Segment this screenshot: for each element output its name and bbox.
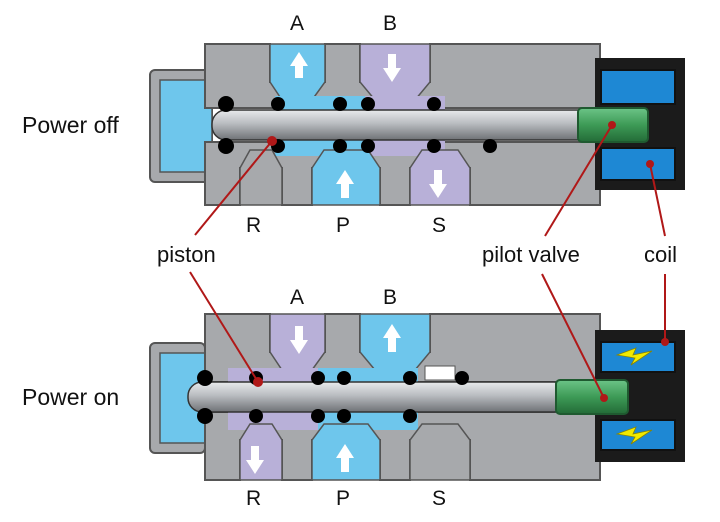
pilot-valve <box>555 379 629 415</box>
port-label-r-on: R <box>246 487 261 510</box>
lightning-icon <box>615 426 653 445</box>
arrow-up-icon <box>336 444 354 472</box>
pressure-chamber <box>159 79 213 173</box>
piston-rod <box>187 381 569 413</box>
leader-pilot-top <box>544 124 613 237</box>
port-r-channel <box>239 149 283 206</box>
leader-piston-bottom <box>189 271 259 383</box>
leader-piston-top <box>194 140 273 236</box>
port-label-b-off: B <box>383 12 397 35</box>
arrow-down-icon <box>246 446 264 474</box>
valve-power-off <box>149 43 685 206</box>
coil-winding-lower <box>600 147 676 181</box>
o-ring-icon <box>197 370 469 424</box>
arrow-down-icon <box>290 326 308 354</box>
arrow-down-icon <box>429 170 447 198</box>
arrow-down-icon <box>383 54 401 82</box>
coil-winding-upper <box>600 69 676 105</box>
port-label-s-on: S <box>432 487 446 510</box>
piston-rod <box>211 109 593 141</box>
o-ring-icon <box>218 96 497 154</box>
port-s-channel <box>409 423 471 481</box>
leader-coil-top <box>649 163 666 237</box>
port-label-a-off: A <box>290 12 304 35</box>
callout-piston: piston <box>157 242 216 267</box>
port-r-channel <box>239 423 283 481</box>
state-label-power-on: Power on <box>22 384 119 410</box>
port-label-s-off: S <box>432 214 446 237</box>
port-label-p-off: P <box>336 214 350 237</box>
arrow-up-icon <box>290 52 308 78</box>
arrow-up-icon <box>336 170 354 198</box>
valve-power-on <box>149 313 685 481</box>
state-label-power-off: Power off <box>22 112 119 138</box>
arrow-up-icon <box>383 324 401 352</box>
callout-coil: coil <box>644 242 677 267</box>
callout-pilot-valve: pilot valve <box>482 242 580 267</box>
port-label-b-on: B <box>383 286 397 309</box>
lightning-icon <box>615 347 653 366</box>
port-label-r-off: R <box>246 214 261 237</box>
port-label-a-on: A <box>290 286 304 309</box>
port-s-gap <box>424 365 456 381</box>
port-label-p-on: P <box>336 487 350 510</box>
callout-leaders <box>189 124 666 399</box>
leader-pilot-bottom <box>541 273 605 399</box>
